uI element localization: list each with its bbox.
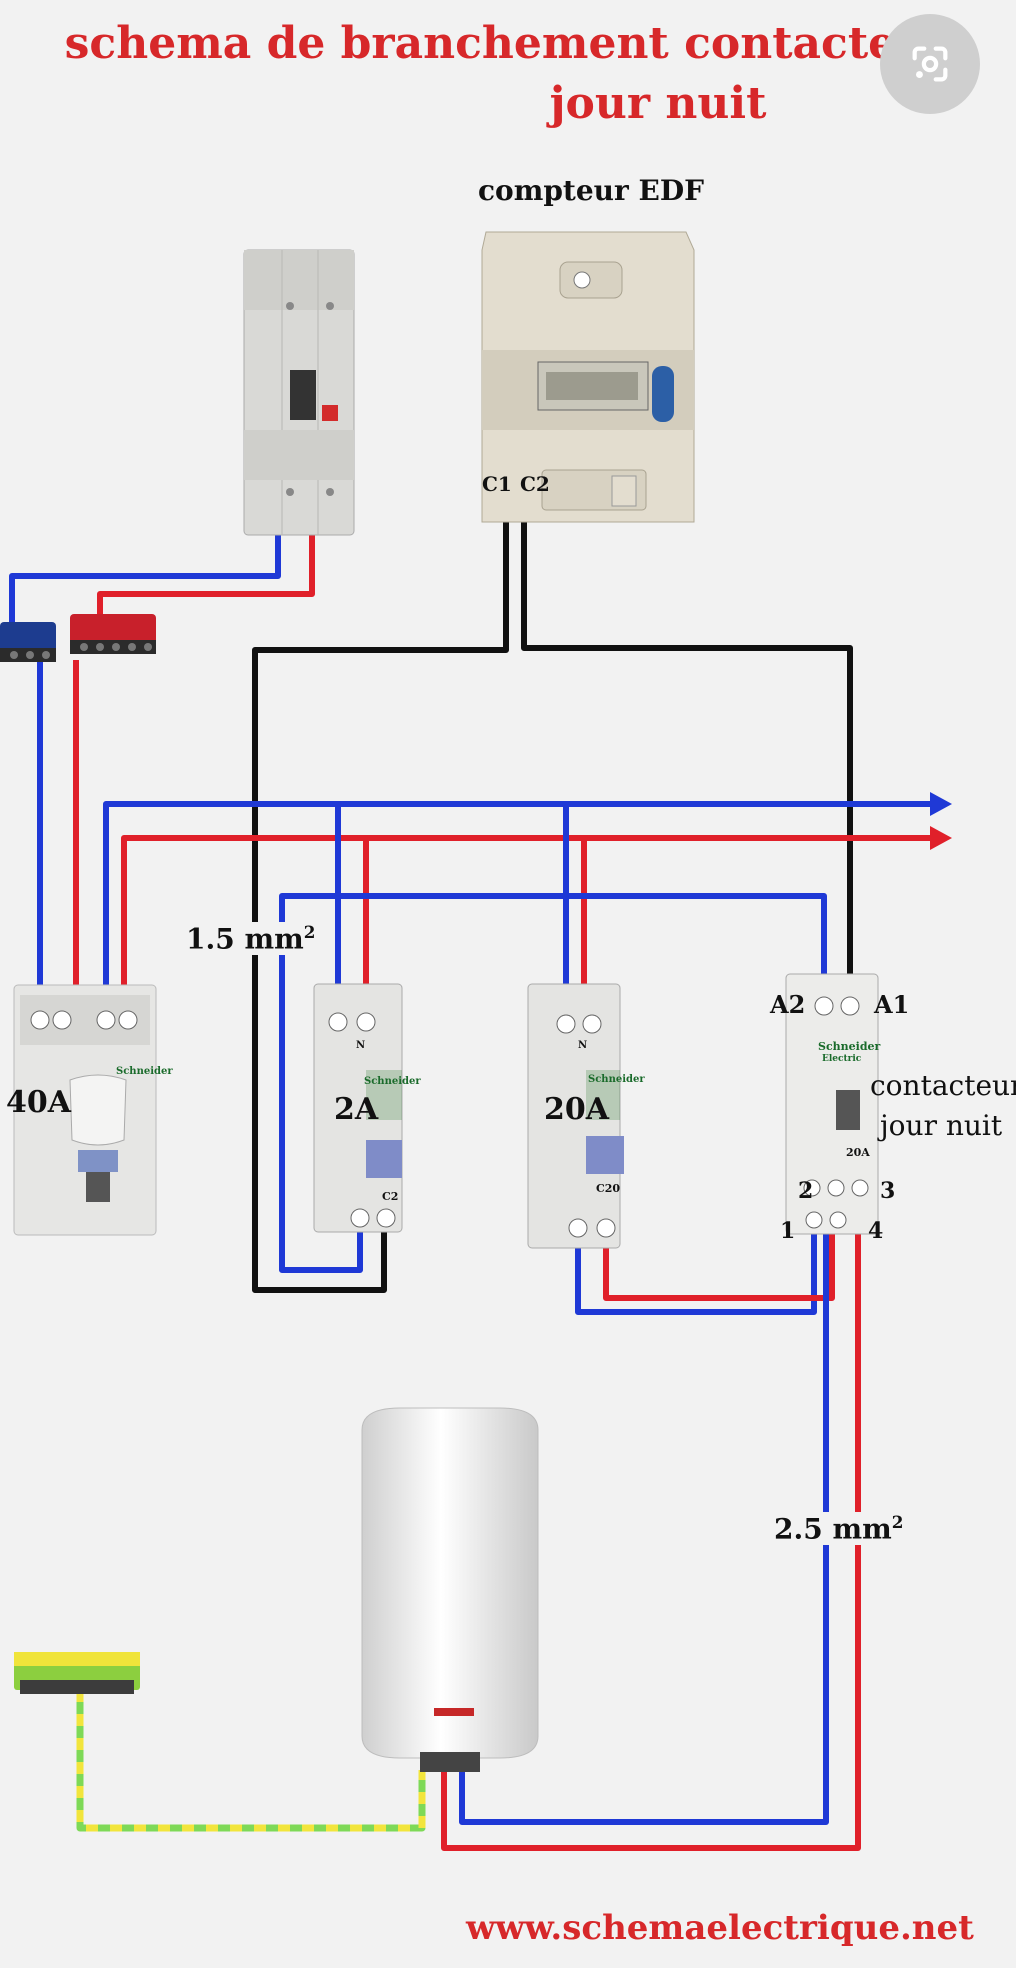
busbar-blue [103, 801, 930, 985]
section-2-5-label: 2.5 mm2 [772, 1512, 906, 1546]
meter-label: compteur EDF [478, 174, 705, 207]
breaker-2a [313, 983, 403, 1233]
contactor-brand-sub: Electric [822, 1054, 862, 1064]
main-disconnect-panel [243, 249, 355, 536]
contactor [785, 973, 879, 1235]
wire-blue-control [279, 893, 827, 1273]
main-breaker-brand: Schneider [116, 1066, 173, 1077]
breaker-20a-rating: C20 [596, 1182, 621, 1195]
contactor-a2-label: A2 [770, 990, 806, 1019]
diagram-title-line2: jour nuit [549, 78, 767, 129]
wire-black-c1 [252, 510, 509, 1293]
contactor-brand: Schneider [818, 1040, 881, 1053]
main-breaker-40a [13, 984, 157, 1236]
breaker-40a-label: 40A [6, 1085, 72, 1120]
terminal-2-label: 2 [798, 1178, 814, 1204]
terminal-1-label: 1 [780, 1218, 796, 1244]
wire-red-20a-out [603, 1232, 835, 1301]
distribution-block-blue [0, 622, 56, 662]
section-1-5-label: 1.5 mm2 [184, 922, 318, 956]
wire-black-c2 [521, 510, 853, 974]
edf-meter [481, 231, 695, 523]
distribution-block-red [70, 614, 156, 654]
breaker-2a-brand: Schneider [364, 1076, 421, 1087]
earth-terminal-block [14, 1652, 140, 1694]
breaker-2a-rating: C2 [382, 1190, 399, 1203]
breaker-20a [527, 983, 624, 1249]
breaker-20a-brand: Schneider [588, 1074, 645, 1085]
breaker-20a-label: 20A [544, 1092, 610, 1127]
contactor-label-line1: contacteur [870, 1069, 1016, 1102]
google-lens-icon [912, 46, 948, 82]
terminal-3-label: 3 [880, 1178, 896, 1204]
arrow-red [930, 826, 952, 850]
water-heater [361, 1407, 539, 1772]
wire-red-panel [97, 535, 315, 622]
contactor-label-line2: jour nuit [880, 1109, 1003, 1142]
section-2-5-exponent: 2 [891, 1512, 904, 1532]
contactor-label: contacteur jour nuit [870, 1066, 1016, 1146]
terminal-4-label: 4 [868, 1218, 884, 1244]
section-1-5-exponent: 2 [303, 922, 316, 942]
website-url: www.schemaelectrique.net [466, 1908, 974, 1948]
contactor-a1-label: A1 [874, 990, 910, 1019]
wire-blue-panel [9, 535, 281, 622]
google-lens-button[interactable] [880, 14, 980, 114]
contactor-rating: 20A [846, 1146, 870, 1159]
diagram-title-line1: schema de branchement contacteur [64, 18, 952, 69]
meter-c1-label: C1 [482, 472, 512, 496]
meter-c2-label: C2 [520, 472, 550, 496]
breaker-2a-neutral-mark: N [356, 1040, 366, 1051]
breaker-20a-neutral-mark: N [578, 1040, 588, 1051]
wire-blue-20a-out [575, 1232, 817, 1315]
arrow-blue [930, 792, 952, 816]
breaker-2a-label: 2A [334, 1092, 379, 1127]
busbar-red [121, 835, 930, 985]
